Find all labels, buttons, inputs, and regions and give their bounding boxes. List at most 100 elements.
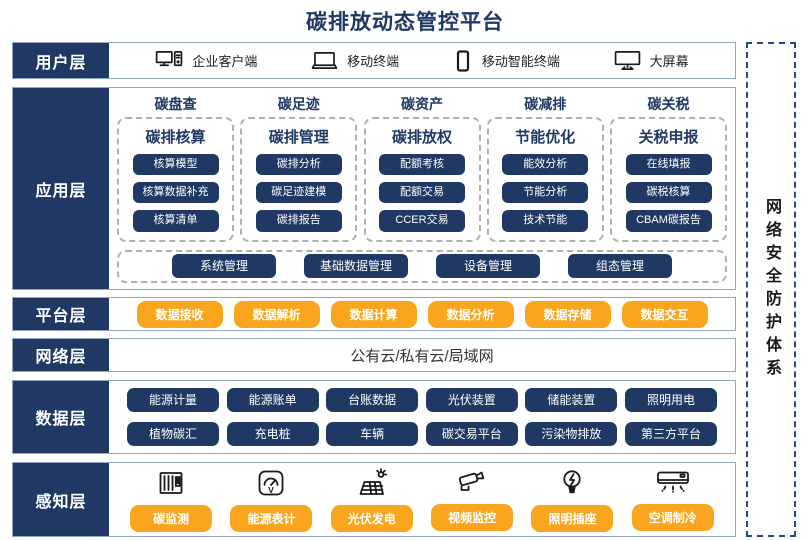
app-column-carbon-tariff: 碳关税 关税申报 在线填报 碳税核算 CBAM碳报告	[610, 93, 727, 242]
common-button-basic-data: 基础数据管理	[303, 254, 408, 279]
user-item-label: 大屏幕	[649, 54, 689, 69]
common-button-configuration: 组态管理	[568, 254, 672, 279]
security-protection-sidebar: 网络安全防护体系	[746, 42, 796, 537]
column-header: 碳足迹	[277, 96, 320, 112]
app-function-button: 能效分析	[502, 154, 589, 176]
data-source-button: 储能装置	[525, 387, 618, 412]
platform-button-data-analyze: 数据分析	[427, 300, 514, 328]
platform-layer-content: 数据接收 数据解析 数据计算 数据分析 数据存储 数据交互	[109, 298, 735, 330]
tablet-icon	[452, 49, 474, 72]
layer-label-platform: 平台层	[13, 298, 109, 330]
user-item-label: 移动智能终端	[481, 54, 560, 69]
app-function-button: CCER交易	[379, 210, 465, 232]
solar-power-icon	[356, 467, 388, 498]
layer-label-network: 网络层	[13, 339, 109, 371]
common-button-device: 设备管理	[436, 254, 540, 279]
common-management-box: 系统管理 基础数据管理 设备管理 组态管理	[117, 249, 727, 283]
perception-label-button: 能源表计	[230, 504, 313, 532]
application-columns: 碳盘查 碳排核算 核算模型 核算数据补充 核算清单 碳足迹 碳排管理 碳排分析 …	[117, 93, 727, 242]
perception-label-button: 光伏发电	[330, 504, 413, 532]
group-box: 节能优化 能效分析 节能分析 技术节能	[486, 117, 604, 242]
perception-label-button: 照明插座	[531, 504, 614, 532]
user-layer-band: 用户层 企业客户端 移动终端 移动智能终端	[12, 42, 736, 79]
app-column-carbon-footprint: 碳足迹 碳排管理 碳排分析 碳足迹建模 碳排报告	[240, 93, 358, 242]
data-source-button: 台账数据	[326, 387, 419, 412]
app-function-button: 核算清单	[132, 210, 219, 232]
laptop-icon	[310, 50, 339, 71]
group-box: 碳排管理 碳排分析 碳足迹建模 碳排报告	[240, 117, 358, 242]
data-source-button: 植物碳汇	[127, 422, 219, 447]
energy-meter-icon: V	[256, 468, 286, 498]
perception-item-solar-power: 光伏发电	[330, 467, 413, 532]
perception-layer-content: 碳监测 V 能源表计 光伏发电 视频监控	[109, 463, 735, 536]
app-column-carbon-reduction: 碳减排 节能优化 能效分析 节能分析 技术节能	[486, 93, 604, 242]
data-source-button: 充电桩	[226, 422, 319, 447]
column-header: 碳资产	[401, 96, 443, 112]
perception-label-button: 碳监测	[130, 504, 213, 532]
app-column-carbon-asset: 碳资产 碳排放权 配额考核 配额交易 CCER交易	[363, 93, 481, 242]
layer-label-application: 应用层	[13, 88, 109, 289]
perception-item-carbon-monitor: 碳监测	[130, 468, 213, 532]
group-title: 碳排放权	[391, 129, 452, 146]
desktop-tower-icon	[155, 50, 184, 71]
data-source-button: 能源账单	[226, 387, 319, 412]
platform-button-data-receive: 数据接收	[136, 300, 223, 328]
carbon-monitor-icon	[156, 468, 186, 498]
data-source-row: 植物碳汇 充电桩 车辆 碳交易平台 污染物排放 第三方平台	[127, 422, 717, 447]
data-layer-band: 数据层 能源计量 能源账单 台账数据 光伏装置 储能装置 照明用电 植物碳汇 充…	[12, 380, 736, 454]
user-item-enterprise-client: 企业客户端	[155, 50, 257, 71]
application-layer-content: 碳盘查 碳排核算 核算模型 核算数据补充 核算清单 碳足迹 碳排管理 碳排分析 …	[109, 88, 735, 289]
column-header: 碳减排	[524, 96, 567, 112]
user-item-mobile-terminal: 移动终端	[310, 50, 399, 71]
data-source-button: 污染物排放	[525, 422, 618, 447]
layer-label-user: 用户层	[13, 43, 109, 78]
perception-item-video-surveillance: 视频监控	[431, 469, 514, 531]
app-function-button: 碳排报告	[255, 210, 342, 232]
column-header: 碳关税	[647, 96, 690, 112]
perception-item-air-conditioning: 空调制冷	[631, 469, 714, 531]
column-header: 碳盘查	[154, 96, 197, 112]
group-title: 碳排核算	[145, 129, 206, 146]
app-function-button: 碳排分析	[255, 154, 342, 176]
app-function-button: 在线填报	[625, 154, 712, 176]
cctv-camera-icon	[456, 469, 488, 497]
network-layer-band: 网络层 公有云/私有云/局域网	[12, 338, 736, 372]
app-column-carbon-inventory: 碳盘查 碳排核算 核算模型 核算数据补充 核算清单	[117, 93, 234, 242]
group-title: 节能优化	[515, 129, 576, 146]
application-layer-band: 应用层 碳盘查 碳排核算 核算模型 核算数据补充 核算清单 碳足迹 碳排管理	[12, 87, 736, 290]
group-title: 关税申报	[638, 129, 699, 146]
data-source-button: 碳交易平台	[425, 422, 518, 447]
user-item-big-screen: 大屏幕	[613, 50, 689, 71]
platform-button-data-parse: 数据解析	[233, 300, 320, 328]
group-box: 关税申报 在线填报 碳税核算 CBAM碳报告	[610, 117, 727, 242]
data-source-button: 第三方平台	[624, 422, 717, 447]
data-source-row: 能源计量 能源账单 台账数据 光伏装置 储能装置 照明用电	[127, 387, 717, 412]
app-function-button: 核算模型	[132, 154, 219, 176]
page-title: 碳排放动态管控平台	[306, 11, 504, 34]
app-function-button: 碳税核算	[625, 182, 712, 204]
network-layer-text: 公有云/私有云/局域网	[350, 347, 494, 365]
app-function-button: 配额考核	[379, 154, 465, 176]
platform-button-data-store: 数据存储	[524, 300, 611, 328]
common-button-system: 系统管理	[171, 254, 276, 279]
platform-button-data-compute: 数据计算	[330, 300, 417, 328]
user-item-label: 企业客户端	[192, 54, 258, 69]
perception-layer-band: 感知层 碳监测 V 能源表计 光伏发电	[12, 462, 736, 537]
data-source-button: 照明用电	[624, 387, 717, 412]
app-function-button: 配额交易	[379, 182, 465, 204]
data-source-button: 光伏装置	[425, 387, 518, 412]
group-title: 碳排管理	[268, 129, 329, 146]
app-function-button: CBAM碳报告	[625, 210, 712, 232]
app-function-button: 节能分析	[502, 182, 589, 204]
data-source-button: 能源计量	[127, 387, 219, 412]
light-bulb-icon	[559, 468, 585, 498]
group-box: 碳排核算 核算模型 核算数据补充 核算清单	[117, 117, 234, 242]
app-function-button: 碳足迹建模	[255, 182, 342, 204]
platform-button-data-exchange: 数据交互	[621, 300, 708, 328]
perception-item-lighting-socket: 照明插座	[531, 468, 614, 532]
group-box: 碳排放权 配额考核 配额交易 CCER交易	[363, 117, 481, 242]
layer-label-perception: 感知层	[13, 463, 109, 536]
platform-layer-band: 平台层 数据接收 数据解析 数据计算 数据分析 数据存储 数据交互	[12, 297, 736, 331]
air-conditioner-icon	[656, 469, 690, 497]
